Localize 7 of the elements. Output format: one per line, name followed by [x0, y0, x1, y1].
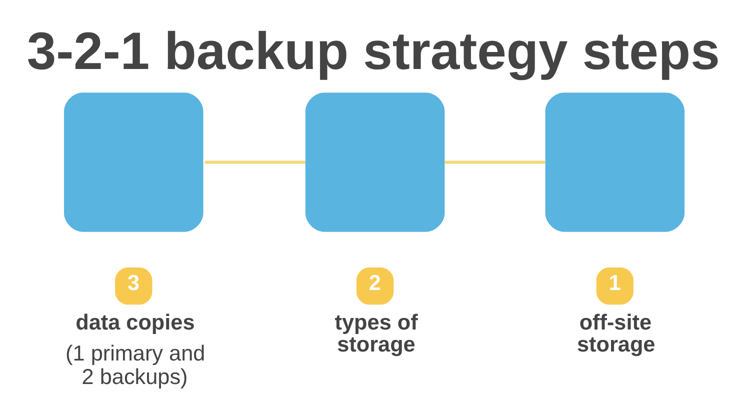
connector [204, 160, 306, 164]
diagram-title: 3-2-1 backup strategy steps [26, 22, 720, 81]
node-label: data copies [76, 310, 195, 335]
node-label: types of storage [334, 310, 418, 356]
node-label: off-site storage [576, 310, 656, 356]
node-label: (1 primary and 2 backups) [66, 340, 206, 389]
connector [444, 160, 546, 164]
